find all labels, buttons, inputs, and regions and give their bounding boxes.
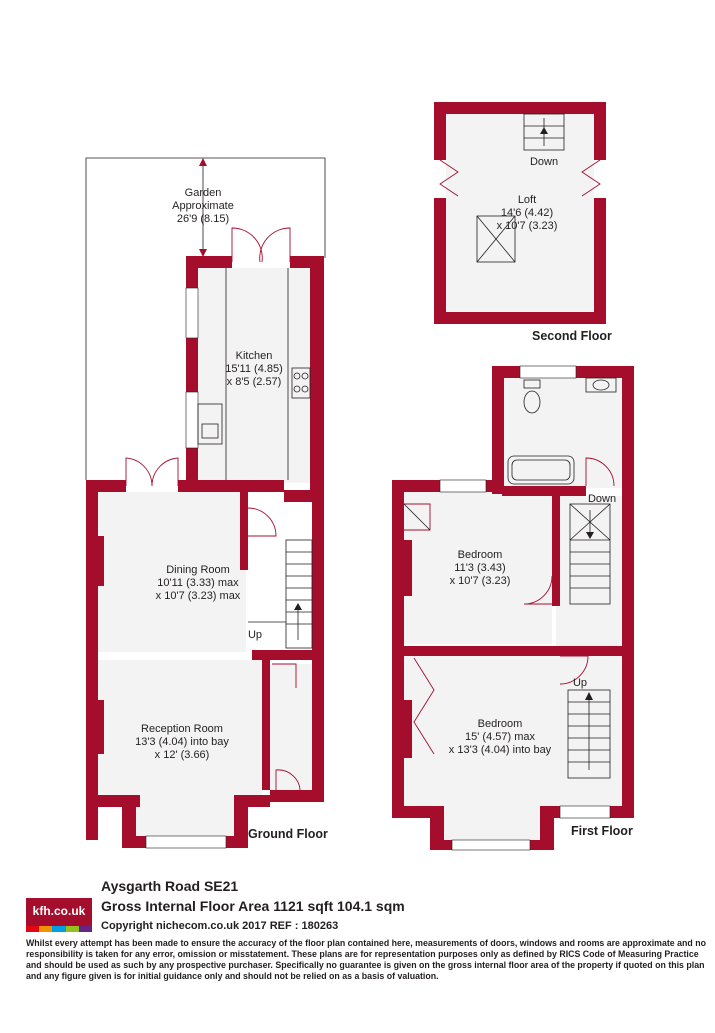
- kitchen-window-top: [185, 287, 199, 339]
- garden-arrow-bottom: [199, 249, 207, 257]
- loft-stairs-down-label: Down: [530, 156, 558, 168]
- reception-floor: [96, 660, 262, 800]
- loft-floor: [446, 114, 594, 314]
- kitchen-window-bottom: [185, 391, 199, 449]
- loft-stairs: [523, 113, 565, 151]
- logo-bar-segment: [39, 926, 53, 932]
- bedroom-back-door: [523, 575, 553, 605]
- loft-eaves-left: [439, 159, 459, 197]
- bedroom-front-door: [559, 655, 589, 685]
- logo-color-bar: [26, 926, 93, 932]
- dining-dims-1: 10'11 (3.33) max: [157, 577, 239, 589]
- reception-label: Reception Room: [141, 723, 223, 735]
- bathroom-window: [519, 365, 577, 379]
- bedroom-back-floor: [402, 492, 552, 644]
- garden-boundary: [85, 157, 326, 480]
- disclaimer-text: Whilst every attempt has been made to en…: [26, 938, 706, 981]
- hall-floor: [268, 664, 312, 794]
- bedroom-back-window: [439, 479, 487, 493]
- ground-stairs-up-label: Up: [248, 629, 262, 641]
- property-address: Aysgarth Road SE21: [101, 878, 239, 894]
- kitchen-dims-1: 15'11 (4.85): [225, 363, 283, 375]
- wardrobe-front: [413, 657, 435, 755]
- bedroom-back-label: Bedroom: [458, 549, 503, 561]
- ground-floor: Garden Approximate 26'9 (8.15) Kitchen 1…: [85, 157, 328, 849]
- second-walls: [434, 102, 606, 324]
- kitchen-patio-door-left: [231, 227, 263, 263]
- logo-bar-segment: [26, 926, 40, 932]
- reception-dims-2: x 12' (3.66): [155, 749, 210, 761]
- copyright-text: Copyright nichecom.co.uk 2017 REF : 1802…: [101, 920, 339, 932]
- dining-dims-2: x 10'7 (3.23) max: [156, 590, 241, 602]
- bedroom-front-dims-2: x 13'3 (4.04) into bay: [449, 744, 552, 756]
- first-stairs-up: [567, 689, 611, 779]
- reception-dims-1: 13'3 (4.04) into bay: [135, 736, 229, 748]
- garden-desc: Approximate: [172, 200, 234, 212]
- garden-arrow-top: [199, 158, 207, 166]
- loft-label: Loft: [518, 194, 536, 206]
- ground-floor-label: Ground Floor: [248, 827, 328, 841]
- kitchen-sink: [197, 403, 223, 445]
- first-stairs-down-label: Down: [588, 493, 616, 505]
- logo-text: kfh.co.uk: [32, 904, 86, 918]
- dining-french-door-right: [151, 457, 179, 487]
- hob: [291, 367, 311, 399]
- bath: [507, 455, 575, 485]
- bathroom-door: [585, 457, 615, 487]
- first-stairs-up-label: Up: [573, 677, 587, 689]
- dining-label: Dining Room: [166, 564, 230, 576]
- kfh-logo: kfh.co.uk: [26, 898, 93, 932]
- first-floor: Down Up Bedroom 11'3 (3.43) x 10'7 (3.23…: [392, 365, 634, 851]
- logo-bar-segment: [52, 926, 66, 932]
- garden-dims: 26'9 (8.15): [177, 213, 229, 225]
- basin: [585, 377, 617, 393]
- logo-bar-segment: [65, 926, 79, 932]
- first-bay-window: [451, 839, 531, 851]
- dining-floor: [96, 492, 246, 652]
- bedroom-back-dims-1: 11'3 (3.43): [454, 562, 505, 574]
- bathroom-floor: [502, 376, 624, 488]
- front-small-window: [559, 805, 611, 819]
- bay-floor: [136, 800, 236, 836]
- kitchen-dims-2: x 8'5 (2.57): [227, 376, 282, 388]
- bedroom-front-dims-1: 15' (4.57) max: [465, 731, 535, 743]
- kitchen-patio-door-right: [259, 227, 291, 263]
- kitchen-label: Kitchen: [236, 350, 273, 362]
- gross-internal-area: Gross Internal Floor Area 1121 sqft 104.…: [101, 898, 405, 914]
- first-stairs-down: [569, 503, 611, 605]
- loft-dims-2: x 10'7 (3.23): [497, 220, 558, 232]
- first-floor-label: First Floor: [571, 824, 633, 838]
- dining-door: [247, 507, 277, 537]
- garden-label: Garden: [185, 187, 222, 199]
- front-door: [275, 769, 301, 795]
- bedroom-front-label: Bedroom: [478, 718, 523, 730]
- bay-window: [145, 835, 227, 849]
- logo-bar-segment: [78, 926, 93, 932]
- loft-skylight: [476, 215, 516, 263]
- wardrobe-back: [404, 503, 431, 531]
- toilet: [523, 390, 541, 414]
- second-floor-label: Second Floor: [532, 329, 612, 343]
- ground-stairs: [285, 539, 313, 649]
- bedroom-back-dims-2: x 10'7 (3.23): [450, 575, 511, 587]
- first-bay-floor: [440, 806, 540, 842]
- loft-dims-1: 14'6 (4.42): [501, 207, 553, 219]
- dining-french-door-left: [125, 457, 153, 487]
- bedroom-front-floor: [402, 656, 624, 806]
- loft-eaves-right: [581, 159, 601, 197]
- second-floor: Down Loft 14'6 (4.42) x 10'7 (3.23) Seco…: [434, 102, 612, 343]
